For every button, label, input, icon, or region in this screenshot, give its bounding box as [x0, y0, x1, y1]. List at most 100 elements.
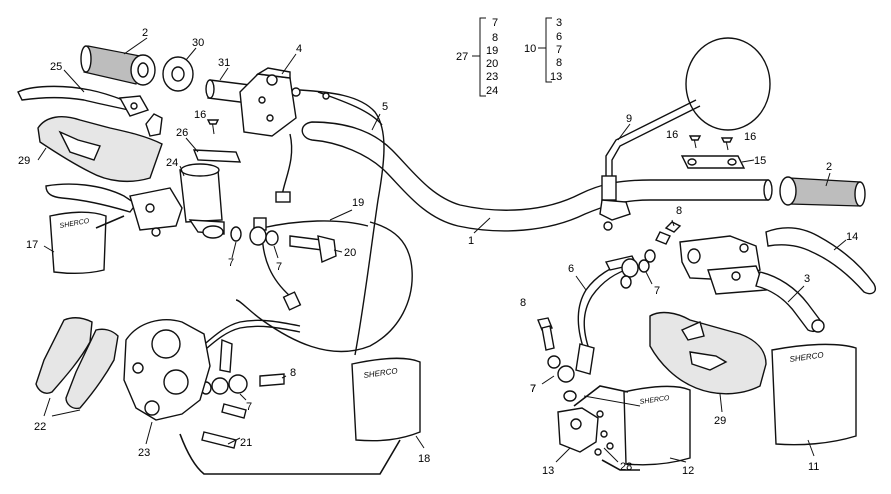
rear-master-cylinder [679, 235, 768, 295]
kit-27-list: 27 7 8 19 20 23 24 [456, 17, 498, 97]
kit-27-item: 19 [486, 45, 498, 57]
label-cylinder-13: 13 [542, 465, 554, 477]
kill-switch-wire [261, 133, 302, 311]
mirror [601, 37, 771, 201]
banjo-fitting-lower [200, 373, 285, 419]
label-cover-15: 15 [754, 155, 766, 167]
banjo-bolt-right [537, 317, 577, 402]
cover-screw-left [206, 119, 220, 135]
lever-bracket [145, 113, 163, 137]
banjo-washers-right [620, 249, 656, 289]
label-handguard-29-right: 29 [714, 415, 726, 427]
mirror-clamp [599, 199, 631, 231]
label-washer-7d: 7 [530, 383, 536, 395]
label-washer-7a: 7 [228, 257, 234, 269]
kit-10-list: 10 3 6 7 8 13 [524, 17, 562, 83]
label-screw-16a: 16 [194, 109, 206, 121]
label-lever-25: 25 [50, 61, 62, 73]
label-grip-right: 2 [826, 161, 832, 173]
label-throttle-cable: 5 [382, 101, 388, 113]
handlebar [301, 121, 773, 232]
label-screw-16b: 16 [666, 129, 678, 141]
left-grip [80, 45, 156, 86]
kit-10-brace [538, 17, 552, 83]
kit-27-item: 20 [486, 58, 498, 70]
label-bolt-21: 21 [240, 437, 252, 449]
grease-pouch-18 [351, 357, 421, 442]
label-bolt-8c: 8 [290, 367, 296, 379]
clutch-lever-right [765, 227, 876, 295]
label-bolt-8b: 8 [520, 297, 526, 309]
label-washer-30: 30 [192, 37, 204, 49]
label-washer-7e: 7 [246, 401, 252, 413]
leader-lines [37, 37, 847, 463]
label-washer-7f: 7 [530, 383, 536, 395]
throttle-housing [239, 67, 301, 137]
kit-27-item: 23 [486, 71, 498, 83]
front-brake-lever-right [755, 271, 825, 333]
label-wire-19: 19 [352, 197, 364, 209]
left-lever [17, 85, 150, 117]
label-pads-22: 22 [34, 421, 46, 433]
label-pouch-12: 12 [682, 465, 694, 477]
right-handguard [649, 311, 767, 395]
label-bolt-8a: 8 [676, 205, 682, 217]
label-grip-left: 2 [142, 27, 148, 39]
left-handguard [37, 116, 163, 183]
label-hose-right: 6 [568, 263, 574, 275]
kit-10-item: 13 [550, 71, 562, 83]
grip-washer [162, 56, 194, 92]
caliper-bolt-21 [201, 431, 237, 449]
label-tube-31: 31 [218, 57, 230, 69]
label-screws-28: 28 [620, 461, 632, 473]
reservoir-cover-right [680, 155, 746, 169]
label-master-cyl-24: 24 [166, 157, 178, 169]
bolt-upper-right [655, 221, 682, 245]
banjo-fitting-upper [230, 226, 279, 246]
kit-10-item: 7 [556, 44, 562, 56]
reservoir-cover [192, 149, 242, 163]
kit-27-brace [472, 17, 486, 97]
grease-pouch-12 [623, 385, 691, 466]
label-washer-7b: 7 [276, 261, 282, 273]
label-screw-16c: 16 [744, 131, 756, 143]
label-mirror: 9 [626, 113, 632, 125]
label-pouch-18: 18 [418, 453, 430, 465]
right-grip [779, 176, 866, 207]
label-pouch-17: 17 [26, 239, 38, 251]
kit-27-item: 24 [486, 85, 498, 97]
grease-pouch-17 [49, 211, 107, 275]
kit-10-item: 8 [556, 57, 562, 69]
kit-10-item: 3 [556, 17, 562, 29]
rear-master-cylinder-small [557, 407, 614, 456]
kit-10-item: 6 [556, 31, 562, 43]
label-washer-7c: 7 [654, 285, 660, 297]
kit-10-group-line [573, 385, 640, 471]
throttle-cable [299, 89, 385, 356]
label-throttle-housing: 4 [296, 43, 302, 55]
kit-27-group-line [95, 215, 401, 475]
brake-pads [35, 317, 119, 410]
brake-caliper [123, 319, 211, 421]
kit-10-label: 10 [524, 43, 536, 55]
kit-27-item: 7 [492, 17, 498, 29]
kit-27-item: 8 [492, 32, 498, 44]
label-cover-26: 26 [176, 127, 188, 139]
callout-labels: 1 2 2 3 4 5 6 7 7 7 7 7 7 8 8 8 9 11 12 … [18, 27, 858, 477]
pouch-brand-12: SHERCO [639, 395, 670, 406]
label-handguard-29-left: 29 [18, 155, 30, 167]
label-bleeder-20: 20 [344, 247, 356, 259]
label-caliper-23: 23 [138, 447, 150, 459]
front-brake-lever [45, 183, 138, 213]
cover-screws-right [688, 135, 734, 151]
grease-pouch-11 [771, 343, 857, 446]
label-clutch-lever: 14 [846, 231, 858, 243]
label-pouch-11: 11 [808, 461, 819, 473]
master-cylinder [129, 163, 225, 239]
bleed-screw-20 [289, 235, 337, 263]
label-master-cylinder-right: 3 [804, 273, 810, 285]
label-handlebar: 1 [468, 235, 474, 247]
kit-27-label: 27 [456, 51, 468, 63]
brake-hose-caliper [199, 319, 301, 373]
